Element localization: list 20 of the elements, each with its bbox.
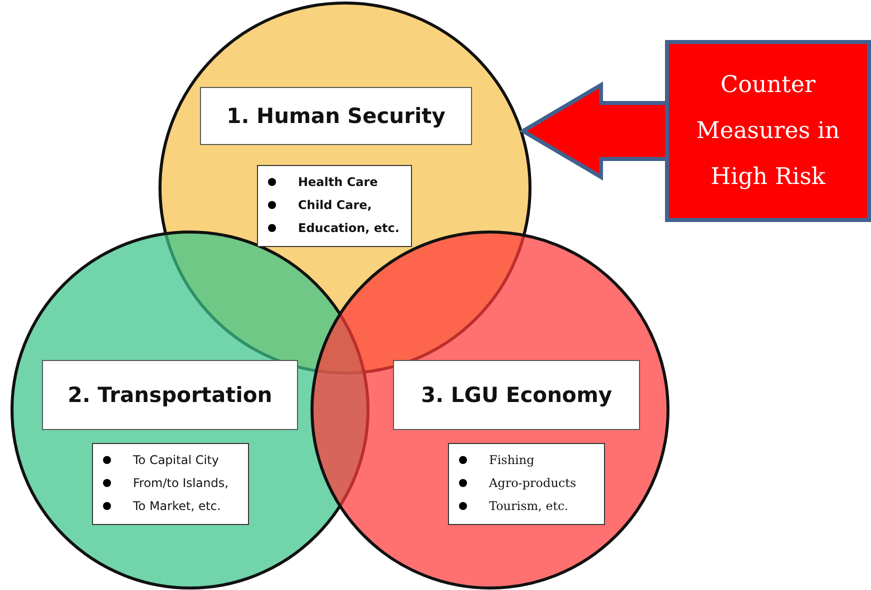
heading-box bbox=[200, 87, 472, 145]
bullet-list-box bbox=[92, 443, 249, 525]
heading-box bbox=[393, 360, 640, 430]
list-item: Education, etc. bbox=[298, 220, 400, 234]
callout-text: Counter Measures in High Risk bbox=[695, 71, 841, 192]
list-item: Child Care, bbox=[298, 198, 372, 212]
heading-text: 3. LGU Economy bbox=[420, 383, 612, 407]
list-item: Health Care bbox=[298, 174, 378, 188]
list-item: Tourism, etc. bbox=[489, 498, 568, 512]
list-item: To Market, etc. bbox=[133, 498, 221, 512]
list-item: From/to Islands, bbox=[133, 476, 228, 490]
list-item: Fishing bbox=[489, 452, 534, 466]
list-item: To Capital City bbox=[133, 452, 219, 466]
callout-box bbox=[665, 40, 871, 222]
bullet-list-box bbox=[257, 165, 412, 247]
bullet-list-box bbox=[448, 443, 605, 525]
list-item: Agro-products bbox=[489, 476, 576, 490]
heading-text: 2. Transportation bbox=[68, 383, 272, 407]
heading-text: 1. Human Security bbox=[226, 104, 446, 128]
heading-box bbox=[42, 360, 298, 430]
